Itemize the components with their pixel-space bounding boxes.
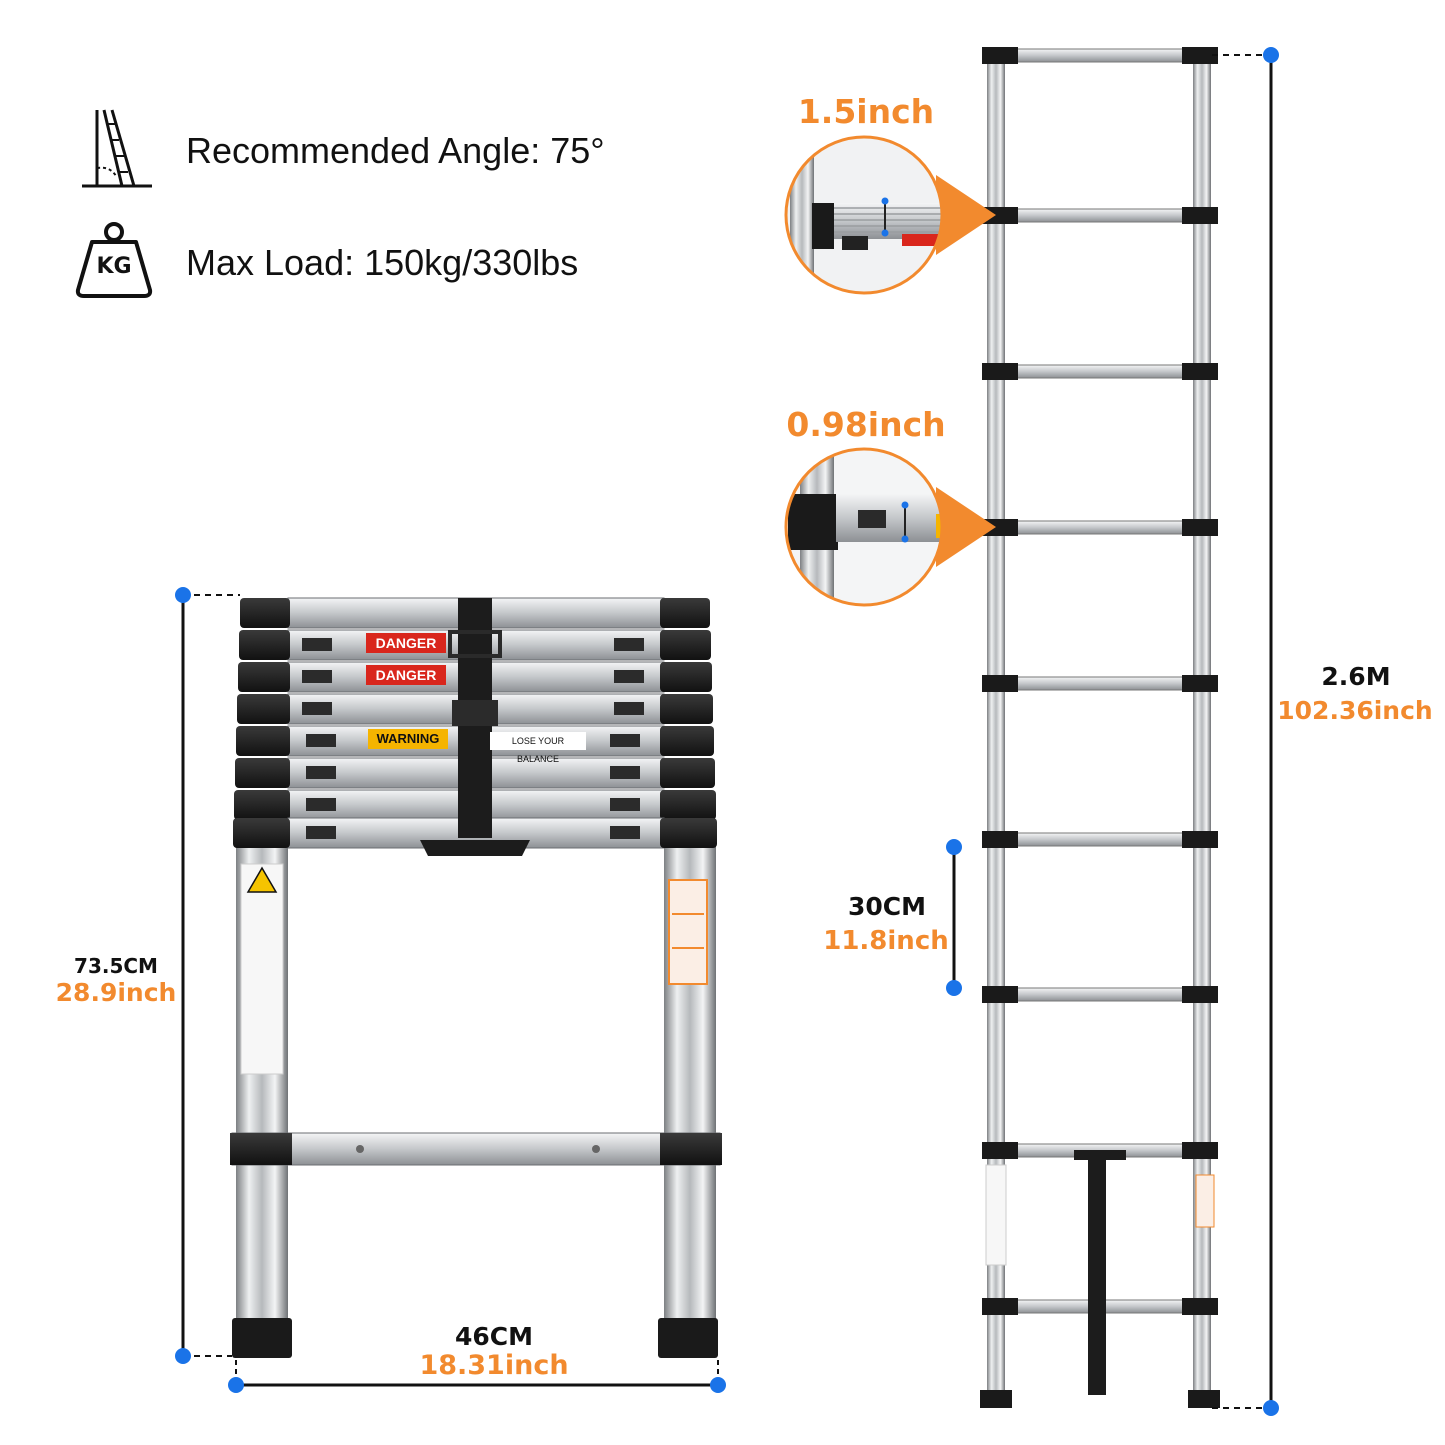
extended-rung [982, 47, 1218, 64]
extended-rung [982, 675, 1218, 692]
extended-rung [982, 831, 1218, 848]
collapsed-ladder [230, 597, 722, 1358]
weight-kg-icon [75, 222, 153, 298]
weight-icon-label: KG [96, 254, 132, 279]
max-load-text: Max Load: 150kg/330lbs [186, 242, 579, 283]
rung-thickness-detail [784, 447, 996, 607]
collapsed-height-imperial: 28.9inch [55, 978, 177, 1007]
extended-height-metric: 2.6M [1321, 662, 1391, 691]
extended-height-dimension [1212, 47, 1279, 1416]
width-dimension [228, 1360, 726, 1393]
collapsed-height-dimension [175, 587, 240, 1364]
collapsed-height-metric: 73.5CM [74, 954, 158, 978]
step-spacing-metric: 30CM [847, 892, 926, 921]
extended-rung [982, 986, 1218, 1003]
extended-height-imperial: 102.36inch [1277, 696, 1433, 725]
rung-depth-label: 1.5inch [797, 92, 935, 131]
extended-rung [982, 207, 1218, 224]
rung-depth-detail [784, 135, 996, 295]
warning-label: WARNING [368, 729, 448, 749]
ladder-angle-icon [82, 109, 152, 188]
extended-rung [982, 519, 1218, 536]
rung-thickness-label: 0.98inch [786, 405, 946, 444]
extended-rung [982, 363, 1218, 380]
danger-label-1: DANGER [366, 633, 446, 653]
step-spacing-dimension [946, 839, 962, 996]
danger-label-2: DANGER [366, 665, 446, 685]
balance-label: LOSE YOUR BALANCE [490, 732, 586, 764]
width-imperial: 18.31inch [419, 1350, 569, 1381]
width-metric: 46CM [454, 1322, 533, 1351]
extended-ladder [980, 47, 1220, 1408]
recommended-angle-text: Recommended Angle: 75° [186, 130, 605, 171]
step-spacing-imperial: 11.8inch [823, 926, 949, 956]
